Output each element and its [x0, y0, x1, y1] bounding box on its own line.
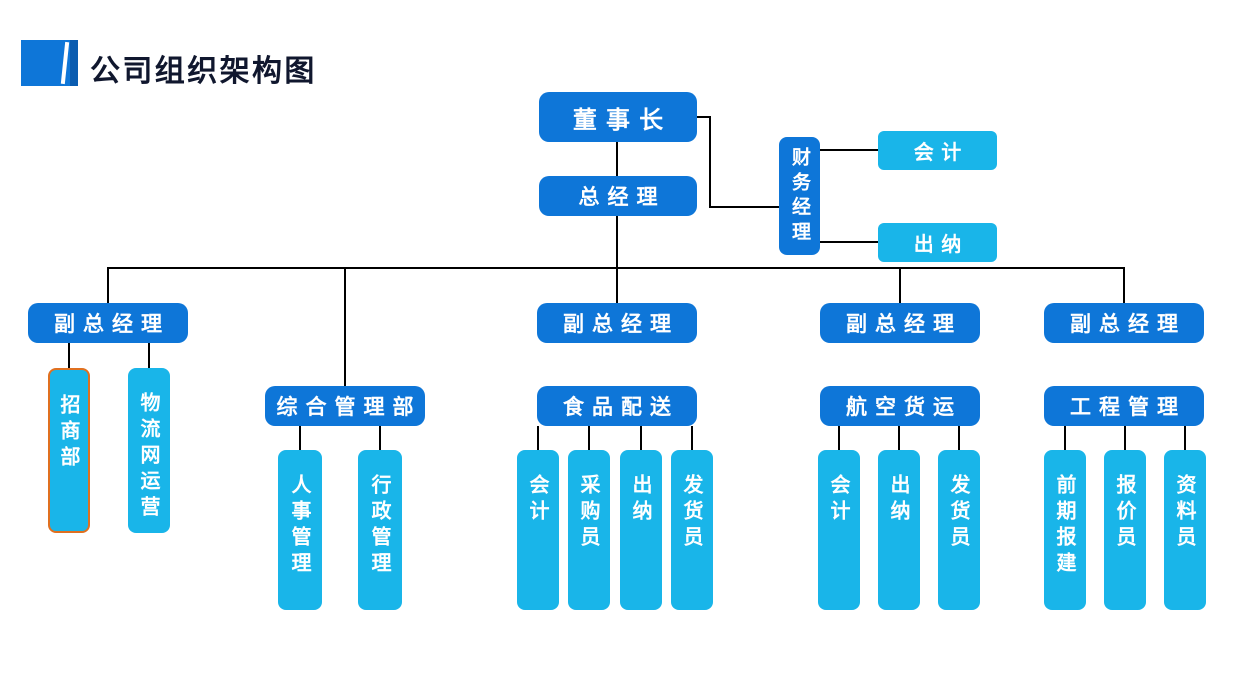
node-label: 会计	[913, 140, 969, 164]
connector-line	[379, 426, 381, 450]
node-chairman[interactable]: 董事长	[539, 92, 697, 142]
node-label: 副总经理	[1070, 312, 1186, 336]
node-label: 会计	[827, 474, 851, 526]
node-label: 食品配送	[563, 395, 679, 419]
connector-line	[616, 267, 618, 303]
node-eng-quoter[interactable]: 报价员	[1104, 450, 1146, 610]
node-label: 航空货运	[846, 395, 962, 419]
connector-line	[709, 116, 711, 208]
connector-line	[820, 241, 878, 243]
connector-line	[838, 426, 840, 450]
node-label: 行政管理	[368, 474, 392, 578]
connector-line	[616, 142, 618, 176]
node-logistics[interactable]: 物流网运营	[128, 368, 170, 533]
node-general-manager[interactable]: 总经理	[539, 176, 697, 216]
connector-line	[709, 206, 779, 208]
node-label: 招商部	[57, 394, 81, 472]
node-label: 出纳	[913, 232, 969, 256]
connector-line	[1184, 426, 1186, 450]
node-label: 董事长	[572, 105, 673, 134]
node-hr[interactable]: 人事管理	[278, 450, 322, 610]
node-vp2[interactable]: 副总经理	[537, 303, 697, 343]
node-label: 工程管理	[1070, 395, 1186, 419]
node-label: 出纳	[629, 474, 653, 526]
connector-line	[1124, 426, 1126, 450]
connector-line	[697, 116, 711, 118]
connector-line	[958, 426, 960, 450]
title-bar: 公司组织架构图	[0, 0, 1245, 95]
page-title: 公司组织架构图	[90, 54, 317, 89]
node-label: 资料员	[1173, 474, 1197, 552]
node-label: 采购员	[577, 474, 601, 552]
connector-line	[820, 149, 878, 151]
node-label: 副总经理	[563, 312, 679, 336]
connector-line	[691, 426, 693, 450]
logo-stripe	[60, 41, 70, 85]
node-label: 发货员	[680, 474, 704, 552]
connector-line	[899, 267, 901, 303]
node-label: 发货员	[947, 474, 971, 552]
connector-line	[299, 426, 301, 450]
node-food-buyer[interactable]: 采购员	[568, 450, 610, 610]
node-vp3[interactable]: 副总经理	[820, 303, 980, 343]
node-merchants[interactable]: 招商部	[48, 368, 90, 533]
node-food-accountant[interactable]: 会计	[517, 450, 559, 610]
connector-line	[148, 343, 150, 368]
node-label: 财务经理	[789, 146, 811, 246]
connector-line	[616, 216, 618, 269]
node-finance-manager[interactable]: 财务经理	[779, 137, 820, 255]
node-dept-food[interactable]: 食品配送	[537, 386, 697, 426]
node-label: 物流网运营	[137, 392, 161, 522]
node-food-shipper[interactable]: 发货员	[671, 450, 713, 610]
node-vp1[interactable]: 副总经理	[28, 303, 188, 343]
connector-line	[588, 426, 590, 450]
connector-line	[1064, 426, 1066, 450]
node-dept-eng[interactable]: 工程管理	[1044, 386, 1204, 426]
connector-line	[107, 267, 109, 303]
node-air-shipper[interactable]: 发货员	[938, 450, 980, 610]
node-dept-admin[interactable]: 综合管理部	[265, 386, 425, 426]
node-label: 副总经理	[846, 312, 962, 336]
node-label: 副总经理	[54, 312, 170, 336]
connector-line	[1123, 267, 1125, 303]
connector-line	[537, 426, 539, 450]
node-air-accountant[interactable]: 会计	[818, 450, 860, 610]
node-label: 总经理	[578, 185, 666, 209]
node-label: 出纳	[887, 474, 911, 526]
connector-line	[344, 267, 346, 386]
node-accountant-top[interactable]: 会计	[878, 131, 997, 170]
node-label: 综合管理部	[276, 395, 422, 419]
connector-line	[898, 426, 900, 450]
connector-line	[68, 343, 70, 368]
node-air-cashier[interactable]: 出纳	[878, 450, 920, 610]
node-dept-air[interactable]: 航空货运	[820, 386, 980, 426]
node-eng-prebuild[interactable]: 前期报建	[1044, 450, 1086, 610]
node-vp4[interactable]: 副总经理	[1044, 303, 1204, 343]
node-eng-archivist[interactable]: 资料员	[1164, 450, 1206, 610]
logo-icon	[21, 40, 78, 86]
node-label: 会计	[526, 474, 550, 526]
node-cashier-top[interactable]: 出纳	[878, 223, 997, 262]
node-food-cashier[interactable]: 出纳	[620, 450, 662, 610]
node-label: 报价员	[1113, 474, 1137, 552]
connector-line	[640, 426, 642, 450]
node-admin-mgmt[interactable]: 行政管理	[358, 450, 402, 610]
node-label: 前期报建	[1053, 474, 1077, 578]
node-label: 人事管理	[288, 474, 312, 578]
logo-edge	[70, 40, 78, 86]
